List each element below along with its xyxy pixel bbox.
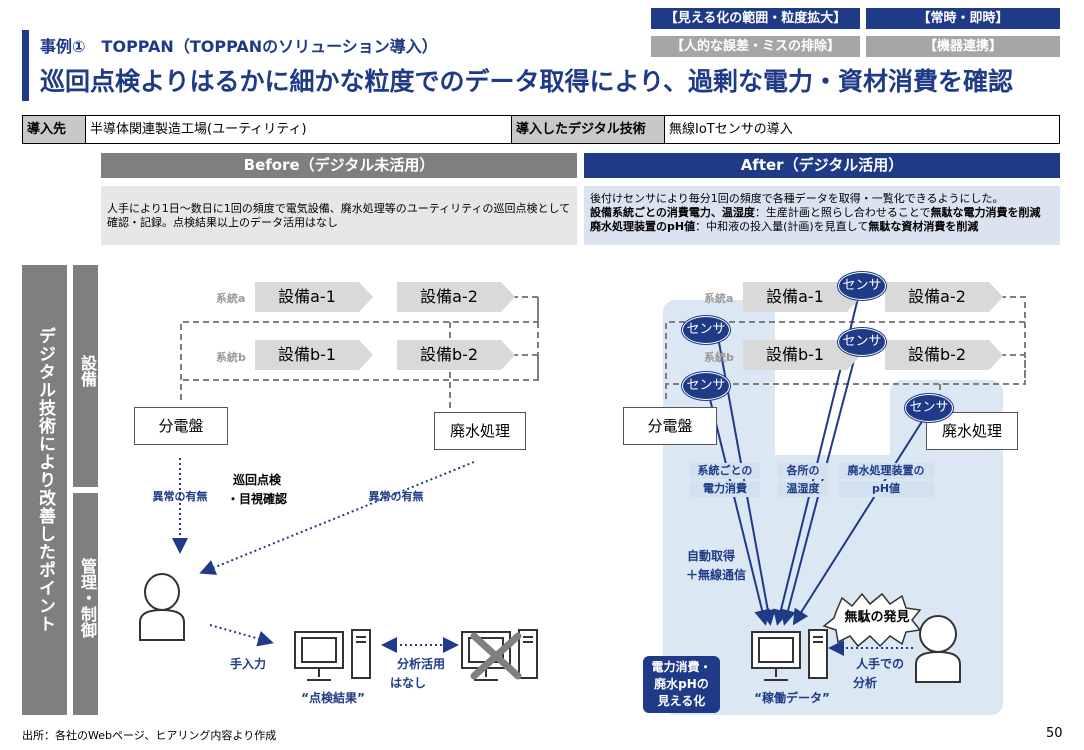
after-system-a: 系統a: [704, 292, 734, 305]
title-accent-bar: [22, 30, 29, 101]
before-system-b: 系統b: [216, 351, 246, 364]
waste-found-label: 無駄の発見: [844, 610, 910, 625]
ph-label-1: 廃水処理装置の: [838, 463, 934, 479]
side-equipment: 設備: [73, 265, 98, 487]
source-footer: 出所：各社のWebページ、ヒアリング内容より作成: [22, 729, 277, 742]
patrol-line2: ・目視確認: [226, 492, 287, 506]
manual-input-label: 手入力: [229, 657, 266, 671]
sensor-badge-panel-b: センサ: [682, 372, 730, 400]
tag-visibility: 【見える化の範囲・粒度拡大】: [651, 8, 860, 29]
power-label-1: 系統ごとの: [690, 463, 760, 479]
operation-data-label: “稼働データ”: [754, 691, 830, 705]
after-desc-line3-rest: ：中和液の投入量(計画)を見直して: [695, 220, 869, 233]
side-main-label: デジタル技術により改善したポイント: [35, 327, 55, 633]
before-wastewater-box: 廃水処理: [434, 412, 526, 450]
tech-value: 無線IoTセンサの導入: [669, 122, 793, 137]
ph-label-2: pH値: [838, 481, 934, 497]
dest-label: 導入先: [23, 116, 86, 143]
tag-device-link: 【機器連携】: [866, 36, 1060, 57]
waste-found-burst: [822, 592, 922, 648]
page-title: 巡回点検よりはるかに細かな粒度でのデータ取得により、過剰な電力・資材消費を確認: [40, 67, 1014, 96]
manual-analysis-2: 分析: [852, 676, 877, 690]
before-header: Before（デジタル未活用）: [101, 153, 577, 178]
page-number: 50: [1046, 726, 1063, 741]
after-system-b: 系統b: [704, 351, 734, 364]
side-equipment-label: 設備: [78, 355, 97, 387]
info-row: 導入先 半導体関連製造工場(ユーティリティ) 導入したデジタル技術 無線IoTセ…: [22, 115, 1060, 144]
visualize-line3: 見える化: [657, 694, 706, 708]
before-equip-b1: 設備b-1: [255, 340, 375, 370]
after-description: 後付けセンサにより毎分1回の頻度で各種データを取得・一覧化できるようにした。 設…: [584, 186, 1060, 245]
after-panel-box: 分電盤: [623, 407, 717, 445]
auto-acquire-1: 自動取得: [686, 549, 735, 563]
before-description: 人手により1日～数日に1回の頻度で電気設備、廃水処理等のユーティリティの巡回点検…: [101, 186, 577, 245]
side-management: 管理・制御: [73, 493, 98, 715]
temp-label-1: 各所の: [778, 463, 828, 479]
side-improvement-points: デジタル技術により改善したポイント: [22, 265, 67, 715]
before-panel-box: 分電盤: [134, 407, 228, 445]
after-desc-line2-bold2: 無駄な電力消費を削減: [930, 206, 1041, 219]
after-equip-a1-label: 設備a-1: [766, 287, 824, 306]
before-desc-text: 人手により1日～数日に1回の頻度で電気設備、廃水処理等のユーティリティの巡回点検…: [107, 202, 571, 229]
before-equip-b2: 設備b-2: [397, 340, 517, 370]
before-system-a: 系統a: [216, 292, 246, 305]
before-anomaly-right: 異常の有無: [368, 490, 424, 503]
after-desc-line2-rest: ：生産計画と照らし合わせることで: [754, 206, 931, 219]
manual-analysis-1: 人手での: [855, 657, 904, 671]
dest-value: 半導体関連製造工場(ユーティリティ): [86, 116, 512, 143]
before-equip-a2-label: 設備a-2: [420, 287, 478, 306]
side-management-label: 管理・制御: [78, 558, 97, 638]
power-label-2: 電力消費: [690, 481, 760, 497]
sensor-badge-wastewater: センサ: [905, 394, 953, 422]
before-equip-b2-label: 設備b-2: [419, 345, 479, 364]
sensor-badge-a1: センサ: [838, 272, 886, 300]
tech-label: 導入したデジタル技術: [512, 116, 665, 143]
after-equip-b1: 設備b-1: [743, 340, 863, 370]
after-desc-line3-bold: 廃水処理装置のpH値: [590, 220, 696, 233]
auto-acquire-2: ＋無線通信: [685, 568, 746, 582]
after-equip-b2-label: 設備b-2: [907, 345, 967, 364]
temp-label-2: 温湿度: [778, 481, 828, 497]
cross-mark-icon: [470, 632, 522, 680]
before-equip-a2: 設備a-2: [397, 282, 517, 312]
after-equip-a2-label: 設備a-2: [908, 287, 966, 306]
before-equip-a1: 設備a-1: [255, 282, 375, 312]
after-header: After（デジタル活用）: [584, 153, 1060, 178]
after-equip-b2: 設備b-2: [885, 340, 1005, 370]
after-equip-b1-label: 設備b-1: [765, 345, 825, 364]
case-title: 事例① TOPPAN（TOPPANのソリューション導入）: [40, 37, 438, 56]
sensor-badge-b1: センサ: [838, 328, 886, 356]
after-desc-line2-bold: 設備系統ごとの消費電力、温湿度: [590, 206, 755, 219]
visualize-callout: 電力消費・ 廃水pHの 見える化: [643, 656, 720, 713]
visualize-line2: 廃水pHの: [654, 677, 709, 691]
after-desc-line1: 後付けセンサにより毎分1回の頻度で各種データを取得・一覧化できるようにした。: [590, 192, 1004, 205]
analysis-none-line2: はなし: [389, 676, 426, 690]
analysis-none-line1: 分析活用: [396, 657, 445, 671]
tag-realtime: 【常時・即時】: [866, 8, 1060, 29]
visualize-line1: 電力消費・: [651, 660, 712, 674]
tag-human-error: 【人的な誤差・ミスの排除】: [651, 36, 860, 57]
after-desc-line3-bold2: 無駄な資材消費を削減: [868, 220, 979, 233]
inspection-result-label: “点検結果”: [301, 691, 365, 705]
after-equip-a2: 設備a-2: [885, 282, 1005, 312]
sensor-badge-panel-a: センサ: [682, 316, 730, 344]
after-equip-a1: 設備a-1: [743, 282, 863, 312]
before-anomaly-left: 異常の有無: [152, 490, 208, 503]
before-equip-a1-label: 設備a-1: [278, 287, 336, 306]
patrol-line1: 巡回点検: [232, 473, 281, 487]
before-equip-b1-label: 設備b-1: [277, 345, 337, 364]
